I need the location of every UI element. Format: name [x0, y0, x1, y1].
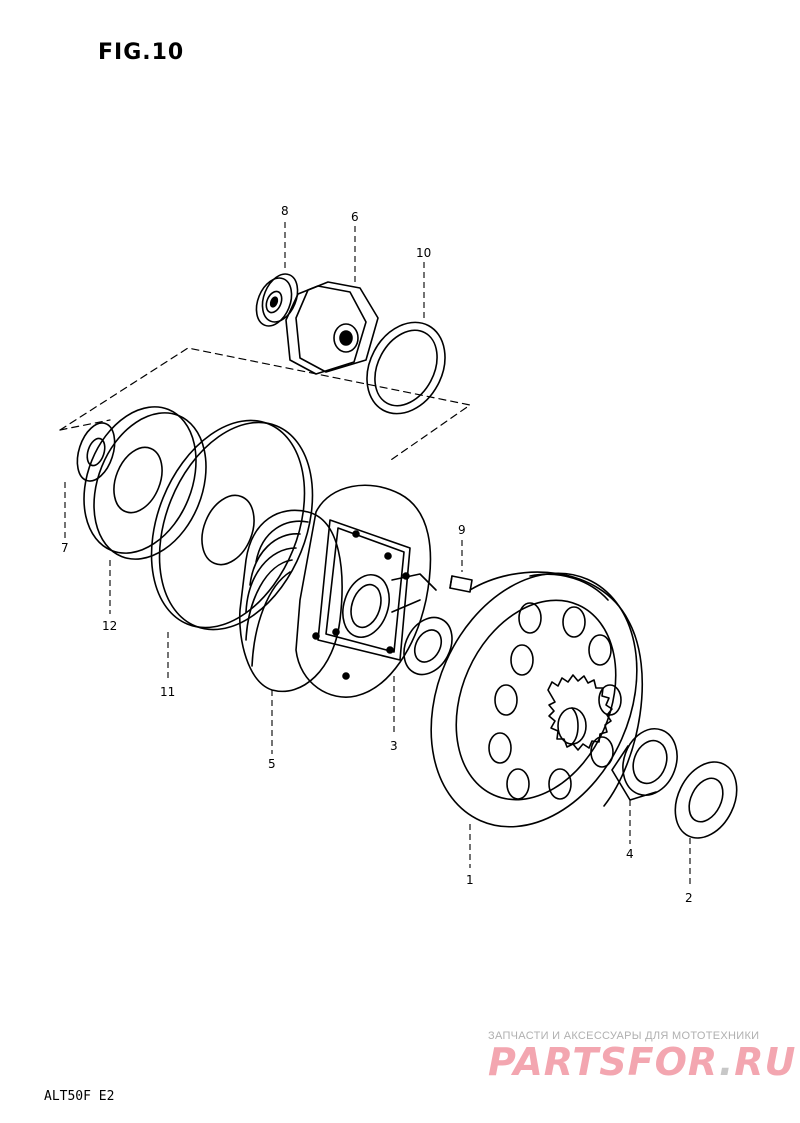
part-9-key [449, 575, 473, 593]
callout-8: 8 [281, 204, 289, 218]
part-2-washer [674, 761, 738, 839]
watermark-tagline: ЗАПЧАСТИ И АКСЕССУАРЫ ДЛЯ МОТОТЕХНИКИ [488, 1030, 760, 1042]
callout-7: 7 [61, 541, 69, 555]
callout-5: 5 [268, 757, 276, 771]
callout-2: 2 [685, 891, 693, 905]
figure-title: FIG.10 [98, 40, 185, 65]
callout-3: 3 [390, 739, 398, 753]
footer-code: ALT50F E2 [44, 1089, 115, 1104]
part-7-washer [76, 422, 116, 482]
watermark-brand-dot: . [718, 1040, 735, 1084]
part-10-washer [366, 321, 446, 415]
assembly-boundary [59, 347, 471, 463]
callout-12: 12 [102, 619, 117, 633]
part-1-clutch-housing [430, 571, 644, 828]
part-5-clutch-shoe [238, 484, 437, 698]
callout-6: 6 [351, 210, 359, 224]
part-11-disc [150, 419, 314, 631]
part-12-plate [83, 406, 207, 560]
callout-1: 1 [466, 873, 474, 887]
callout-11: 11 [160, 685, 175, 699]
callout-10: 10 [416, 246, 431, 260]
watermark-brand-right: RU [734, 1040, 797, 1084]
part-8-bearing [255, 273, 299, 327]
watermark-brand-left: PARTSFOR [488, 1040, 719, 1084]
callout-9: 9 [458, 523, 466, 537]
watermark-logo: PARTSFOR.RU [488, 1040, 796, 1084]
callout-4: 4 [626, 847, 634, 861]
part-6-nut [285, 281, 379, 375]
part-3-washer [403, 616, 453, 676]
part-4-bushing [611, 728, 678, 801]
